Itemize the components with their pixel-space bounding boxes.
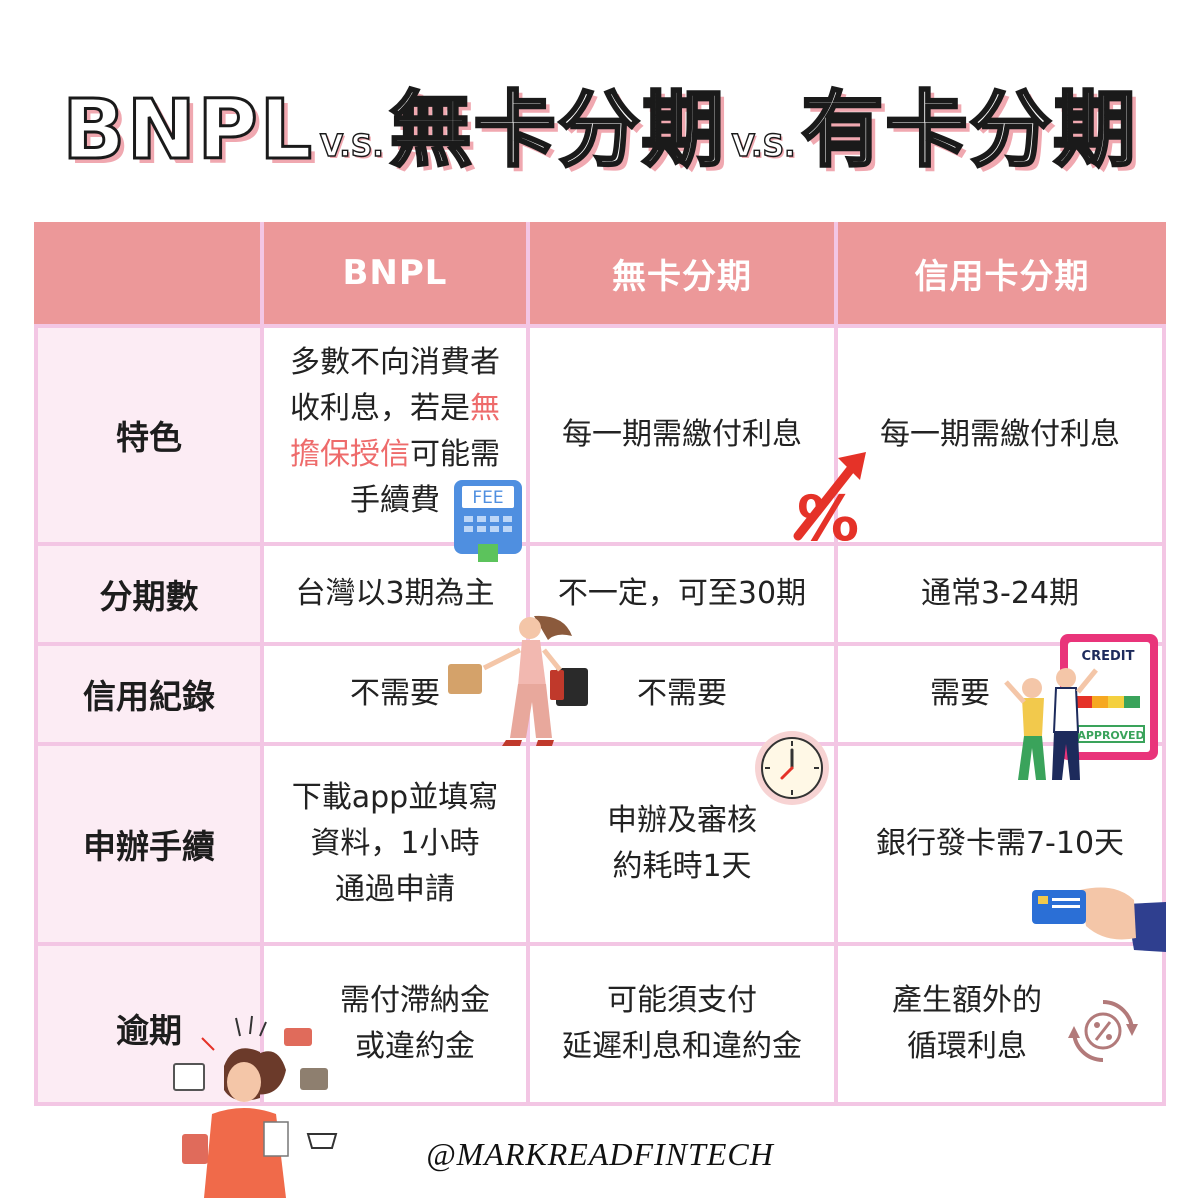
shopping-woman-illustration <box>448 615 588 746</box>
cell-card-features: 每一期需繳付利息 <box>838 328 1162 542</box>
header-card: 信用卡分期 <box>838 222 1166 324</box>
bnpl-features-line-3b: 可能需 <box>410 437 500 472</box>
cardless-installments-text: 不一定，可至30期 <box>557 576 807 611</box>
cell-bnpl-installments: 台灣以3期為主 <box>264 546 526 642</box>
percent-sign: % <box>797 482 859 546</box>
header-card-label: 信用卡分期 <box>914 256 1090 297</box>
header-cardless-label: 無卡分期 <box>612 256 752 297</box>
title-vs-2: V.S. <box>731 129 796 164</box>
footer-handle: @MARKREADFINTECH <box>426 1136 774 1172</box>
cardless-application-line-1: 申辦及審核 <box>607 803 757 838</box>
row-header-overdue: 逾期 <box>38 946 260 1102</box>
bnpl-installments-text: 台灣以3期為主 <box>295 576 495 611</box>
card-application-text: 銀行發卡需7-10天 <box>875 826 1125 861</box>
bnpl-application-line-1: 下載app並填寫 <box>291 780 499 815</box>
bnpl-overdue-line-1: 需付滯納金 <box>340 983 490 1018</box>
row-header-overdue-label: 逾期 <box>116 1011 182 1050</box>
bnpl-credit-record-text: 不需要 <box>350 676 440 711</box>
bnpl-overdue-line-2: 或違約金 <box>355 1029 475 1064</box>
row-header-credit-record: 信用紀錄 <box>38 646 260 742</box>
cardless-application-line-2: 約耗時1天 <box>612 849 752 884</box>
hand-card-icon <box>1032 887 1166 952</box>
bnpl-features-line-2a: 收利息，若是 <box>290 391 470 426</box>
bnpl-application-line-2: 資料，1小時 <box>310 826 480 861</box>
row-header-credit-record-label: 信用紀錄 <box>83 677 215 716</box>
title-bnpl: BNPL <box>61 83 314 178</box>
row-header-installments: 分期數 <box>38 546 260 642</box>
row-header-application-label: 申辦手續 <box>83 827 215 866</box>
row-header-features-label: 特色 <box>116 418 182 457</box>
clock-icon <box>755 731 829 805</box>
worried-woman-illustration <box>173 1015 338 1198</box>
header-corner <box>34 222 260 324</box>
cell-cardless-installments: 不一定，可至30期 <box>530 546 834 642</box>
title-vs-1: V.S. <box>319 129 384 164</box>
title-cardless: 無卡分期 <box>388 83 726 178</box>
comparison-table: BNPL 無卡分期 信用卡分期 特色 多數不向消費者 收利息，若是無 擔保授信可… <box>34 222 1166 1106</box>
card-installments-text: 通常3-24期 <box>920 576 1080 611</box>
approved-label: APPROVED <box>1077 729 1144 742</box>
cardless-features-text: 每一期需繳付利息 <box>562 417 802 452</box>
cardless-overdue-line-1: 可能須支付 <box>607 983 757 1018</box>
cardless-credit-record-text: 不需要 <box>637 676 727 711</box>
row-header-installments-label: 分期數 <box>99 577 199 616</box>
card-overdue-line-2: 循環利息 <box>907 1029 1027 1064</box>
row-header-application: 申辦手續 <box>38 746 260 942</box>
credit-approved-illustration: CREDIT APPROVED <box>1004 634 1158 780</box>
cell-card-installments: 通常3-24期 <box>838 546 1162 642</box>
bnpl-features-line-4: 手續費 <box>350 483 440 518</box>
bnpl-features-line-3: 擔保授信可能需 <box>290 432 500 478</box>
bnpl-features-highlight-1: 無 <box>470 391 500 426</box>
bnpl-application-line-3: 通過申請 <box>334 872 455 907</box>
header-cardless: 無卡分期 <box>530 222 834 324</box>
page-title: BNPL V.S. 無卡分期 V.S. 有卡分期 <box>0 62 1200 178</box>
title-card: 有卡分期 <box>800 83 1138 178</box>
cell-bnpl-credit-record: 不需要 <box>264 646 526 742</box>
card-overdue-line-1: 產生額外的 <box>892 983 1042 1018</box>
recurring-interest-icon <box>1068 1000 1138 1062</box>
cell-card-overdue: 產生額外的 循環利息 <box>838 946 1162 1102</box>
cell-cardless-overdue: 可能須支付 延遲利息和違約金 <box>530 946 834 1102</box>
cell-cardless-features: 每一期需繳付利息 <box>530 328 834 542</box>
bnpl-features-line-2: 收利息，若是無 <box>290 386 500 432</box>
cardless-overdue-line-2: 延遲利息和違約金 <box>562 1029 802 1064</box>
header-bnpl-label: BNPL <box>342 253 448 293</box>
cell-bnpl-features: 多數不向消費者 收利息，若是無 擔保授信可能需 手續費 <box>264 328 526 542</box>
card-credit-record-text: 需要 <box>930 676 990 711</box>
fee-machine-icon: FEE <box>454 480 522 562</box>
row-header-features: 特色 <box>38 328 260 542</box>
credit-label: CREDIT <box>1082 649 1135 664</box>
interest-rise-icon: % <box>793 452 866 546</box>
cell-bnpl-application: 下載app並填寫 資料，1小時 通過申請 <box>264 746 526 942</box>
fee-label: FEE <box>472 488 503 508</box>
header-bnpl: BNPL <box>264 222 526 324</box>
bnpl-features-line-1: 多數不向消費者 <box>290 345 500 380</box>
bnpl-features-highlight-2: 擔保授信 <box>290 437 410 472</box>
cell-bnpl-overdue: 需付滯納金 或違約金 <box>264 946 526 1102</box>
card-features-text: 每一期需繳付利息 <box>880 417 1120 452</box>
